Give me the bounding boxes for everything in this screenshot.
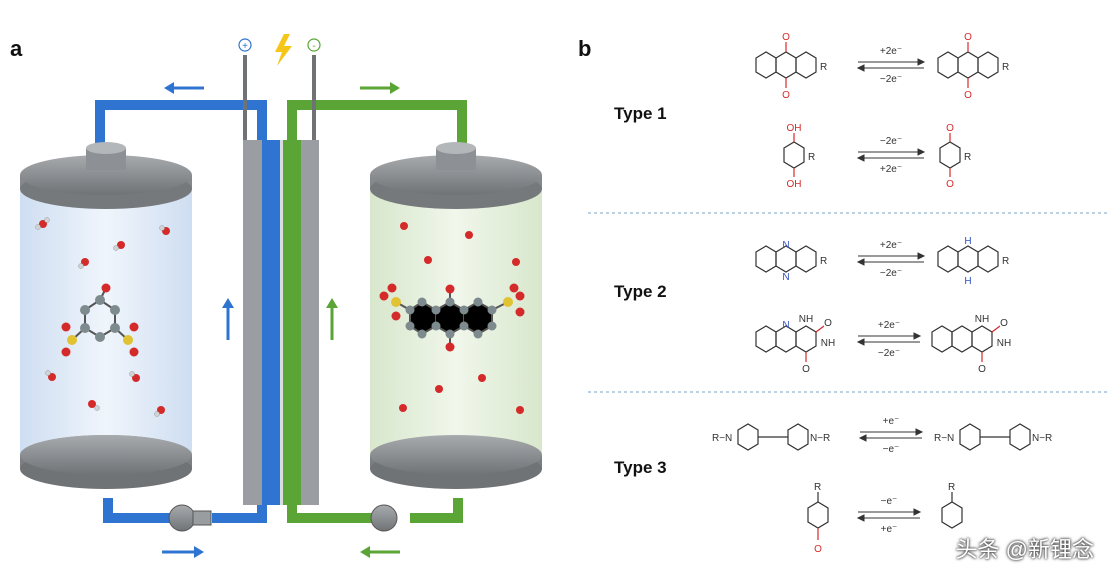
atom-oh-top: OH [787, 123, 802, 134]
water-hydrogens-left [35, 217, 165, 417]
active-molecule-left [61, 283, 139, 357]
atom-o-top-3: O [946, 123, 954, 134]
lightning-bolt-icon [275, 34, 292, 66]
arrow-6-forward: −e⁻ [881, 496, 898, 507]
anthrahydroquinone-structure [937, 42, 999, 88]
atom-oxyl-1: O [814, 544, 822, 555]
atom-nh-1: NH [799, 314, 813, 325]
panel-b-label: b [578, 36, 592, 61]
hydroquinone-structure [783, 133, 805, 177]
arrow-4-forward: +2e⁻ [878, 320, 900, 331]
viologen-left-end: R−N [712, 433, 732, 444]
arrow-1-forward: +2e⁻ [880, 46, 902, 57]
viologen-structure [737, 423, 809, 451]
atom-o-bottom-3: O [946, 179, 954, 190]
reduced-alloxazine-structure [931, 325, 1001, 362]
arrow-2-reverse: +2e⁻ [880, 164, 902, 175]
substituent-r-2: R [1002, 62, 1009, 73]
redox-mechanisms: O O O O OH OH O O N N H H N NH NH O O NH… [588, 32, 1108, 555]
tempo-structure [807, 492, 829, 540]
substituent-r-5: R [820, 256, 827, 267]
alloxazine-structure [755, 325, 825, 362]
positive-terminal-icon [238, 38, 252, 52]
type-2-label: Type 2 [614, 282, 667, 301]
atom-h-bottom-1: H [964, 276, 971, 287]
atom-o-low-2: O [978, 364, 986, 375]
atom-n-top-1: N [782, 240, 789, 251]
reduced-viologen-left-end: R−N [934, 433, 954, 444]
arrow-6-reverse: +e⁻ [881, 524, 898, 535]
equilibrium-arrow-5 [858, 428, 924, 442]
atom-o-bottom-2: O [964, 90, 972, 101]
phenazine-structure [755, 245, 817, 273]
flow-arrow-top-left [164, 82, 204, 94]
substituent-r-4: R [964, 152, 971, 163]
atom-o-top-2: O [964, 32, 972, 43]
atom-o-side-2: O [1000, 318, 1008, 329]
flow-arrow-top-right [360, 82, 400, 94]
water-molecules-right [399, 222, 524, 414]
dihydrophenazine-structure [937, 245, 999, 273]
oxoammonium-structure [941, 492, 963, 529]
benzoquinone-structure [939, 133, 961, 177]
green-pipe [287, 100, 467, 523]
pump-right [370, 504, 398, 532]
atom-n-bottom-1: N [782, 272, 789, 283]
substituent-r-6: R [1002, 256, 1009, 267]
equilibrium-arrow-2 [856, 148, 926, 162]
positive-terminal-label: + [242, 41, 248, 52]
atom-o-low-1: O [802, 364, 810, 375]
equilibrium-arrow-3 [856, 252, 926, 266]
substituent-r-8: R [948, 482, 955, 493]
flow-arrow-bottom-left [162, 546, 204, 558]
arrow-3-reverse: −2e⁻ [880, 268, 902, 279]
equilibrium-arrow-6 [856, 508, 922, 522]
atom-n-top-2: N [782, 320, 789, 331]
atom-o-top-1: O [782, 32, 790, 43]
substituent-r-3: R [808, 152, 815, 163]
negative-terminal-label: - [312, 41, 315, 52]
flow-arrow-bottom-right [360, 546, 400, 558]
electrode-negative [312, 55, 316, 150]
pump-left [168, 504, 212, 532]
atom-h-top-1: H [964, 236, 971, 247]
electrochemical-cell [243, 140, 319, 505]
equilibrium-arrow-1 [856, 58, 926, 72]
negative-terminal-icon [307, 38, 321, 52]
reduced-viologen-structure [959, 423, 1031, 451]
substituent-r-1: R [820, 62, 827, 73]
arrow-3-forward: +2e⁻ [880, 240, 902, 251]
atom-oh-bottom: OH [787, 179, 802, 190]
substituent-r-7: R [814, 482, 821, 493]
type-3-label: Type 3 [614, 458, 667, 477]
arrow-4-reverse: −2e⁻ [878, 348, 900, 359]
flow-arrow-cell-up-green [326, 298, 338, 340]
reduced-viologen-right-end: N−R [1032, 433, 1052, 444]
flow-arrow-cell-up-blue [222, 298, 234, 340]
panel-a-label: a [10, 36, 23, 61]
atom-nh-3: NH [975, 314, 989, 325]
water-molecules-left [39, 220, 170, 414]
atom-nh-4: NH [997, 338, 1011, 349]
equilibrium-arrow-4 [856, 332, 922, 346]
atom-nh-2: NH [821, 338, 835, 349]
atom-o-side-1: O [824, 318, 832, 329]
flow-battery-diagram: + - [20, 34, 542, 558]
atom-o-bottom-1: O [782, 90, 790, 101]
anthraquinone-structure [755, 42, 817, 88]
arrow-5-reverse: −e⁻ [883, 444, 900, 455]
arrow-2-forward: −2e⁻ [880, 136, 902, 147]
type-1-label: Type 1 [614, 104, 667, 123]
electrode-positive [243, 55, 247, 150]
viologen-right-end: N−R [810, 433, 830, 444]
active-molecule-right [379, 283, 525, 352]
arrow-5-forward: +e⁻ [883, 416, 900, 427]
tank-left [20, 142, 192, 489]
watermark: 头条 @新锂念 [955, 537, 1094, 562]
arrow-1-reverse: −2e⁻ [880, 74, 902, 85]
blue-pipe [95, 100, 267, 523]
